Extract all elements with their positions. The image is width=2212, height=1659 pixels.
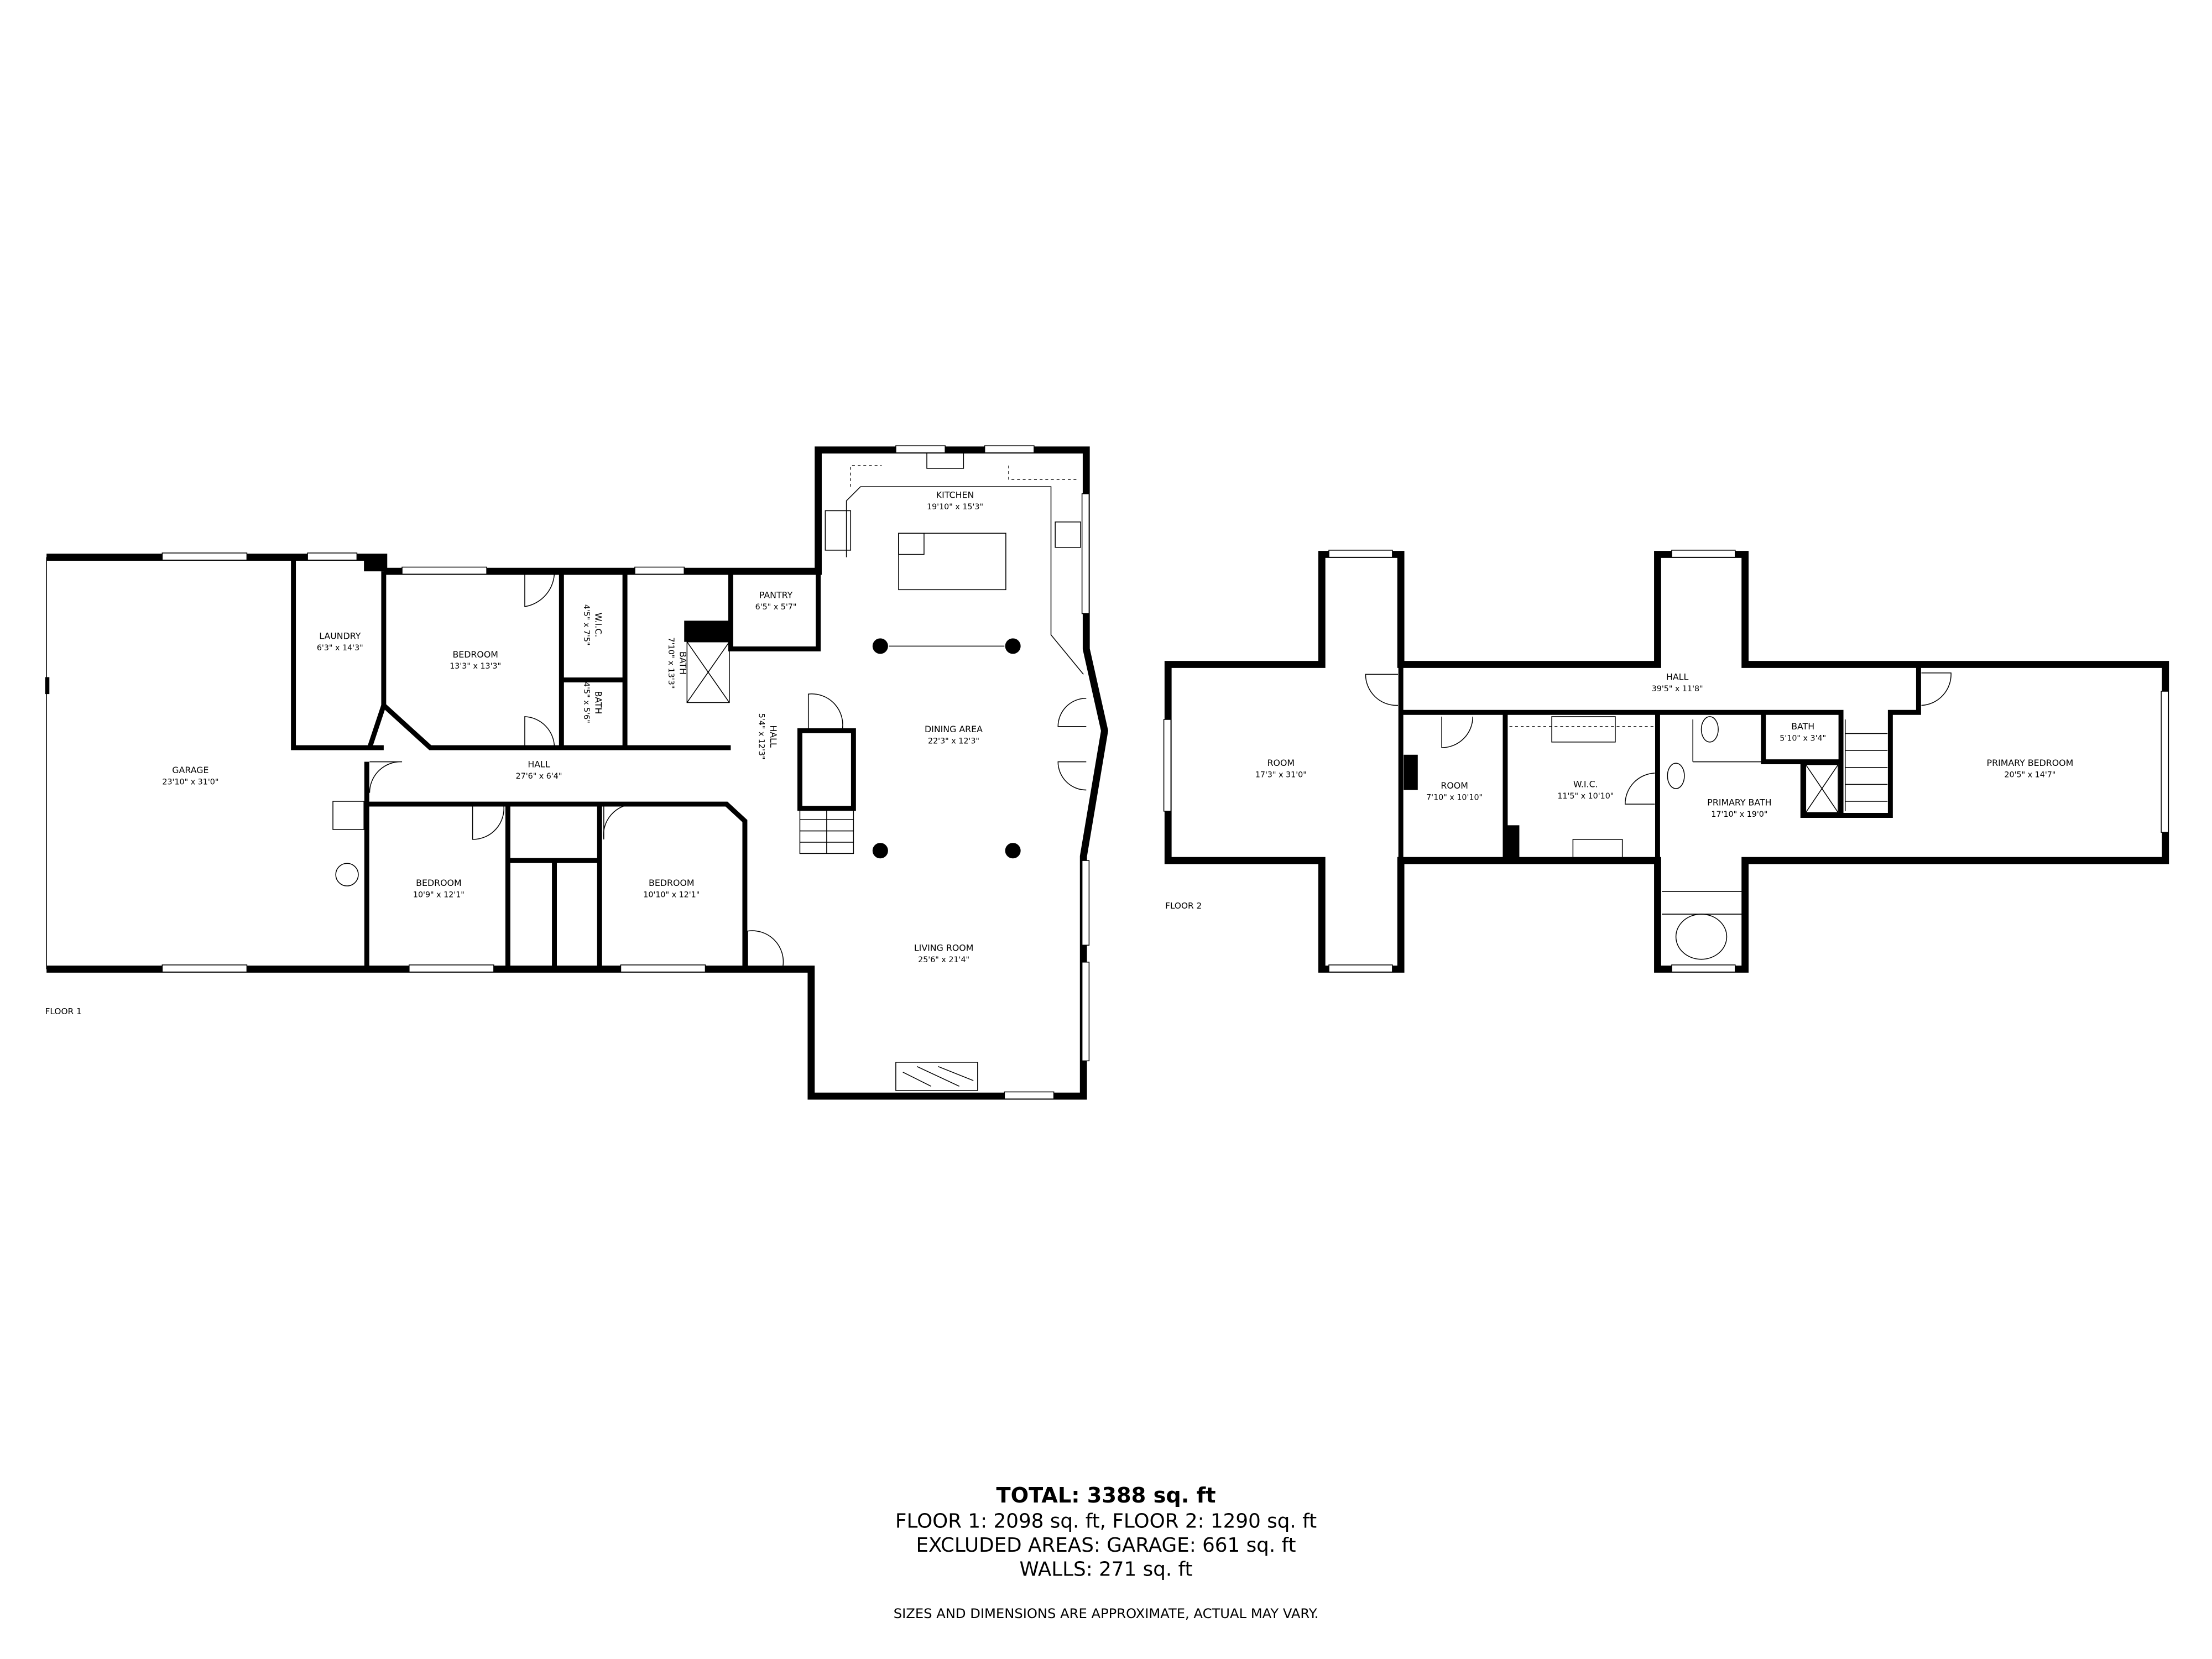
room-dims: 7'10" x 10'10" (1426, 793, 1483, 802)
walls-area: WALLS: 271 sq. ft (1020, 1558, 1193, 1580)
room-label: HALL (1666, 672, 1688, 682)
floor-1-plan: GARAGE 23'10" x 31'0" LAUNDRY 6'3" x 14'… (45, 445, 1108, 1100)
room-label: BATH (1791, 721, 1814, 732)
floor-2-plan: ROOM 17'3" x 31'0" HALL 39'5" x 11'8" RO… (1163, 550, 2169, 973)
total-area: TOTAL: 3388 sq. ft (996, 1483, 1215, 1508)
excluded-areas: EXCLUDED AREAS: GARAGE: 661 sq. ft (916, 1534, 1296, 1557)
room-label: PRIMARY BATH (1707, 797, 1771, 808)
room-dims: 17'3" x 31'0" (1255, 771, 1307, 780)
room-label: BATH (593, 691, 604, 714)
room-dims: 17'10" x 19'0" (1711, 810, 1767, 819)
room-dims: 27'6" x 6'4" (516, 772, 562, 781)
room-dims: 10'10" x 12'1" (643, 890, 700, 899)
room-dims: 23'10" x 31'0" (162, 778, 218, 786)
room-dims: 7'10" x 13'3" (666, 638, 675, 689)
room-label: W.I.C. (1573, 779, 1598, 789)
room-label: BEDROOM (452, 649, 498, 660)
room-label: LAUNDRY (319, 631, 361, 641)
room-label: KITCHEN (936, 490, 974, 500)
room-dims: 4'5" x 5'6" (582, 682, 591, 723)
room-label: HALL (528, 759, 550, 770)
room-label: ROOM (1267, 758, 1295, 768)
room-dims: 6'5" x 5'7" (755, 603, 797, 612)
floor-areas: FLOOR 1: 2098 sq. ft, FLOOR 2: 1290 sq. … (895, 1510, 1317, 1533)
room-dims: 11'5" x 10'10" (1557, 792, 1614, 801)
room-dims: 10'9" x 12'1" (413, 890, 465, 899)
room-dims: 19'10" x 15'3" (927, 503, 983, 512)
room-label: W.I.C. (593, 613, 604, 638)
room-label: GARAGE (172, 765, 208, 775)
floor-label: FLOOR 2 (1165, 901, 1202, 911)
room-dims: 22'3" x 12'3" (928, 737, 979, 745)
room-dims: 6'3" x 14'3" (317, 644, 363, 653)
room-dims: 39'5" x 11'8" (1652, 685, 1703, 693)
floor-label: FLOOR 1 (45, 1006, 82, 1016)
room-dims: 5'4" x 12'3" (757, 713, 765, 760)
room-label: LIVING ROOM (914, 942, 973, 953)
room-label: BATH (678, 651, 688, 675)
room-label: DINING AREA (925, 724, 983, 734)
area-summary: TOTAL: 3388 sq. ft FLOOR 1: 2098 sq. ft,… (894, 1483, 1319, 1621)
room-label: BEDROOM (649, 878, 694, 888)
room-dims: 20'5" x 14'7" (2004, 771, 2056, 780)
room-dims: 4'5" x 7'5" (582, 604, 591, 646)
room-label: BEDROOM (416, 878, 461, 888)
room-label: PANTRY (759, 590, 793, 601)
room-label: HALL (768, 725, 779, 747)
room-label: PRIMARY BEDROOM (1987, 758, 2074, 768)
room-dims: 13'3" x 13'3" (450, 662, 501, 671)
room-dims: 25'6" x 21'4" (918, 956, 969, 964)
room-label: ROOM (1441, 780, 1468, 791)
room-dims: 5'10" x 3'4" (1780, 734, 1826, 743)
disclaimer: SIZES AND DIMENSIONS ARE APPROXIMATE, AC… (894, 1606, 1319, 1621)
